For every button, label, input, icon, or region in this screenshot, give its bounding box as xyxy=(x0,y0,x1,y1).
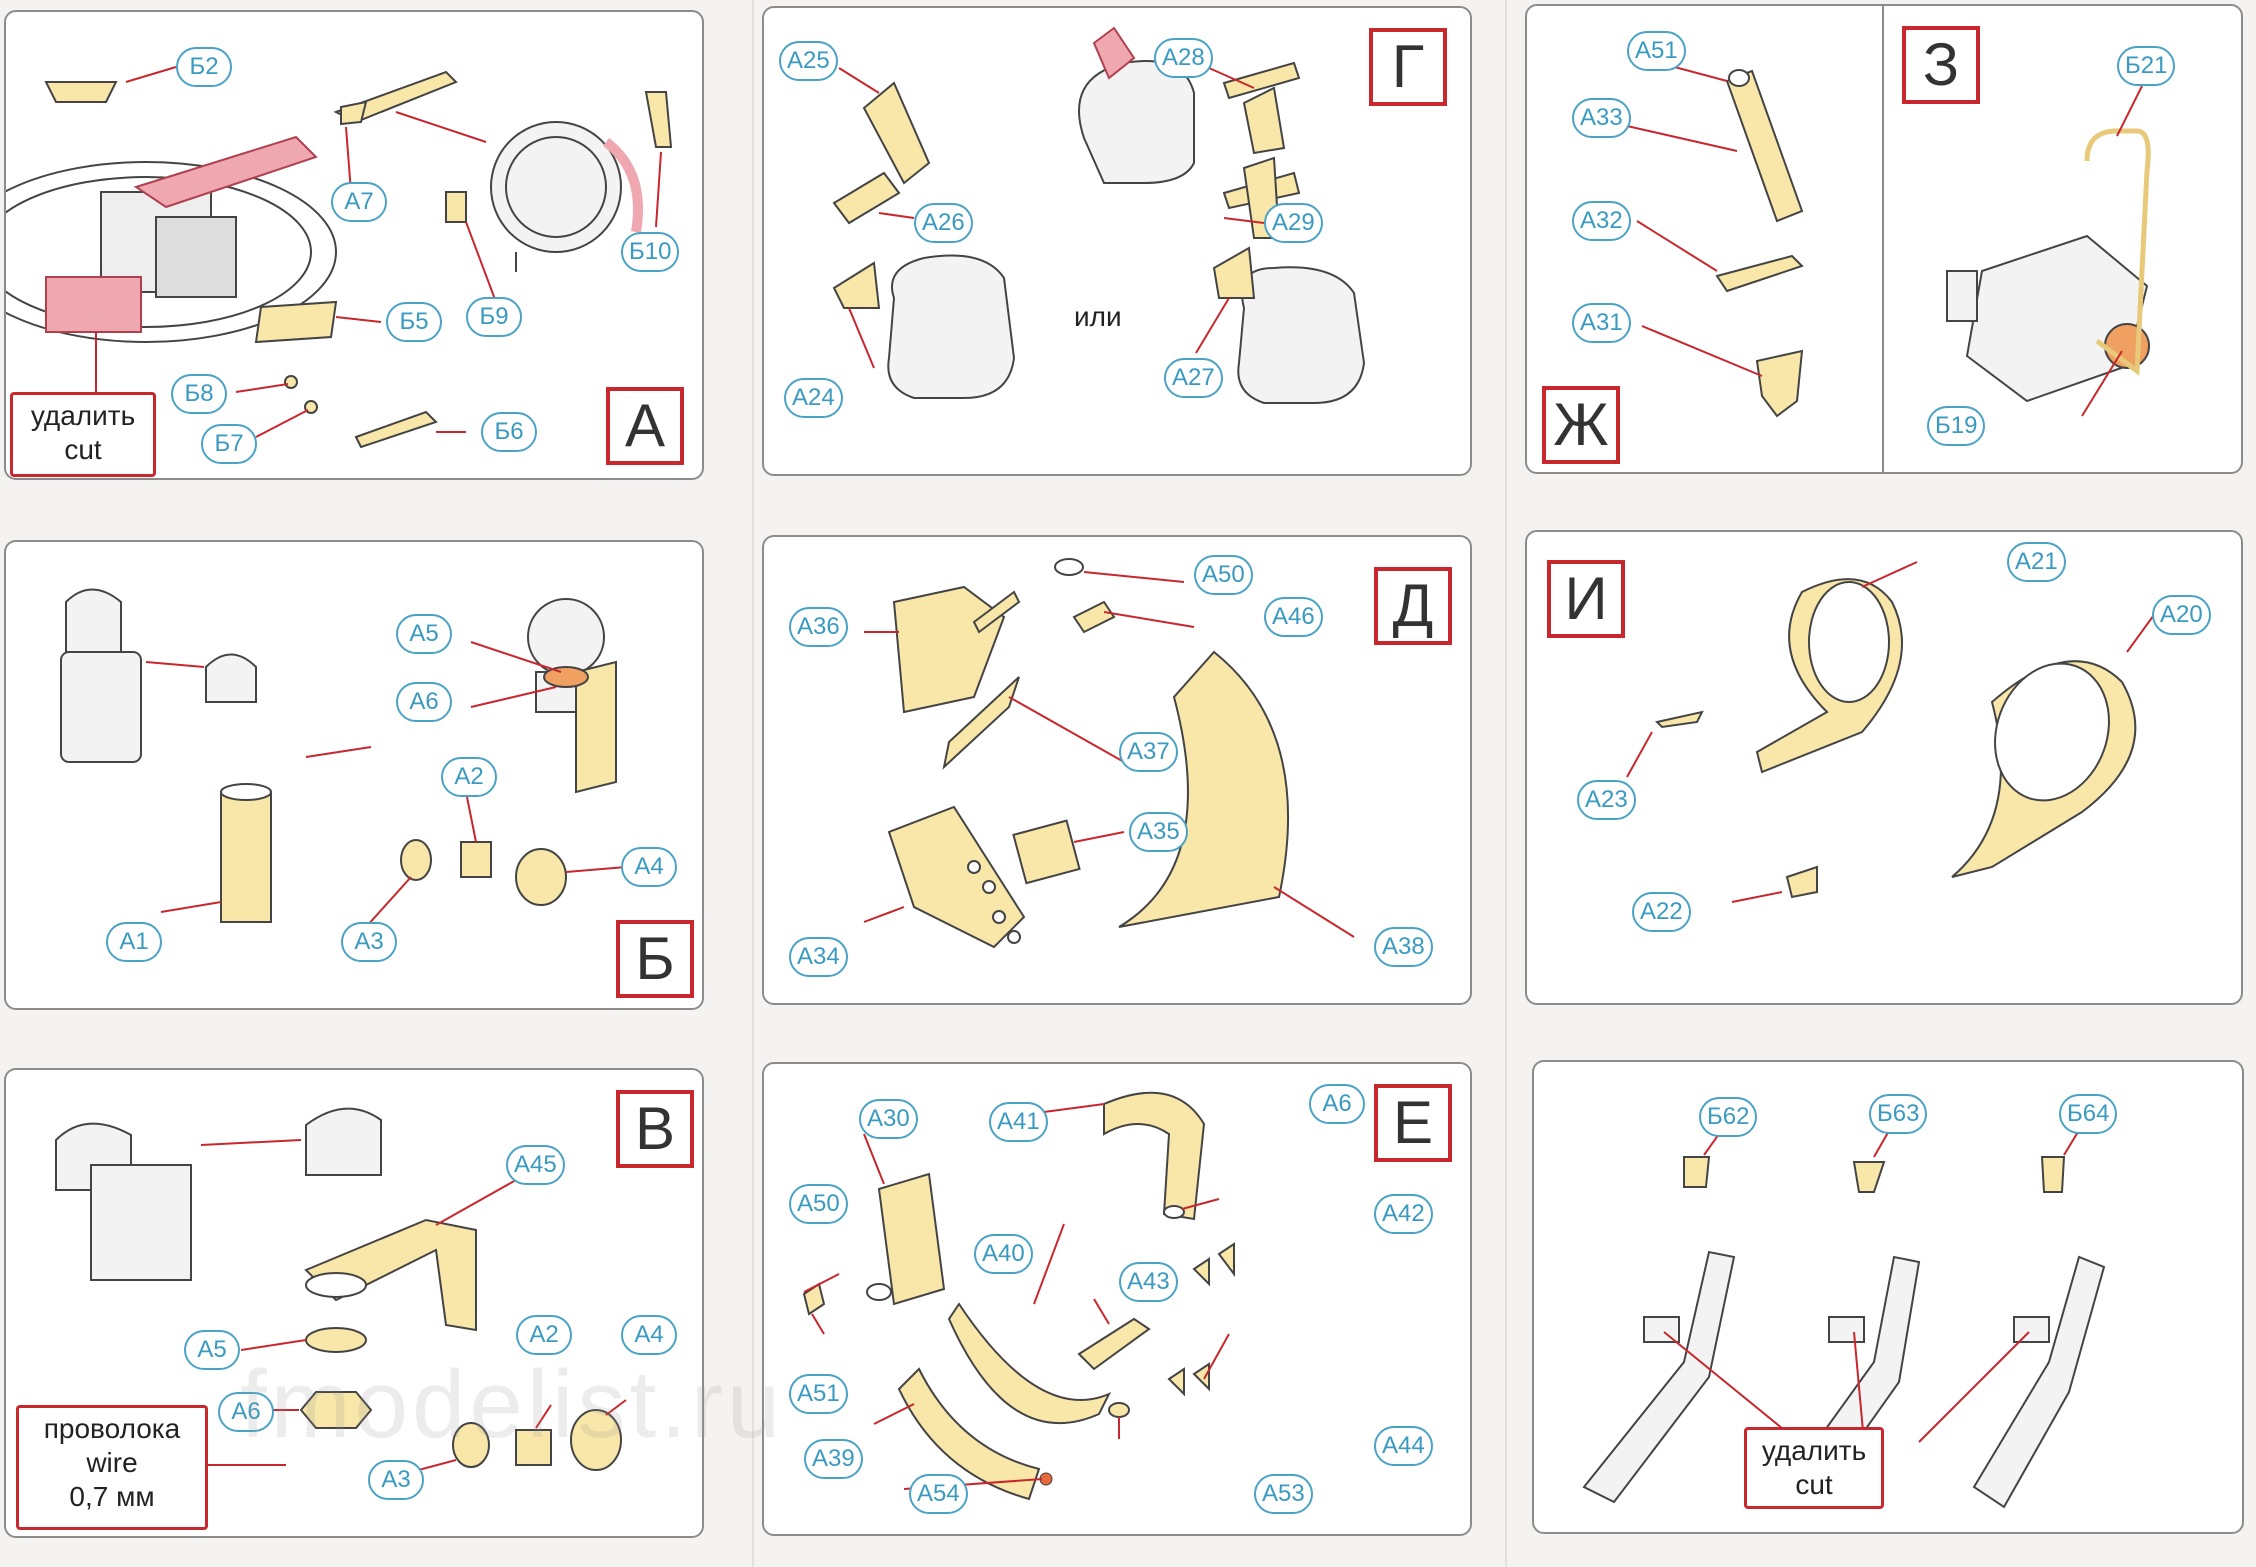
callout-a21: А21 xyxy=(2007,542,2066,582)
panel-a-drawing xyxy=(6,66,673,449)
section-letter: Д xyxy=(1374,567,1452,645)
callout-a34: А34 xyxy=(789,937,848,977)
callout-a42: А42 xyxy=(1374,1194,1433,1234)
callout-a3: А3 xyxy=(341,922,397,962)
panel-d: А50 А46 А36 А37 А35 А34 А38 Д xyxy=(762,535,1472,1005)
panel-b-drawing xyxy=(60,588,627,928)
callout-a43: А43 xyxy=(1119,1262,1178,1302)
callout-a50: А50 xyxy=(1194,555,1253,595)
callout-a39: А39 xyxy=(804,1439,863,1479)
panel-zh-z: А51 А33 А32 А31 Ж Б21 Б19 З xyxy=(1525,4,2243,474)
callout-a32: А32 xyxy=(1572,201,1631,241)
panel-e-drawing xyxy=(802,1091,1235,1501)
cut-note-ru: удалить xyxy=(30,400,136,431)
callout-b21: Б21 xyxy=(2117,46,2176,86)
callout-a22: А22 xyxy=(1632,892,1691,932)
panel-divider xyxy=(1882,6,1884,472)
callout-a25: А25 xyxy=(779,41,838,81)
callout-a51: А51 xyxy=(1627,31,1686,71)
callout-b10: Б10 xyxy=(621,232,680,272)
section-letter: Г xyxy=(1369,28,1447,106)
callout-a35: А35 xyxy=(1129,812,1188,852)
callout-a1: А1 xyxy=(106,922,162,962)
callout-a2: А2 xyxy=(441,757,497,797)
cut-note-en: cut xyxy=(64,434,102,465)
callout-a45: А45 xyxy=(506,1145,565,1185)
callout-b2: Б2 xyxy=(176,47,232,87)
callout-a23: А23 xyxy=(1577,780,1636,820)
callout-a53: А53 xyxy=(1254,1474,1313,1514)
callout-a26: А26 xyxy=(914,203,973,243)
panel-e: А30 А41 А6 А50 А42 А40 А43 А51 А39 А54 А… xyxy=(762,1062,1472,1536)
wire-note-ru: проволока xyxy=(43,1413,181,1444)
section-letter: А xyxy=(606,387,684,465)
panel-g-drawing xyxy=(832,26,1366,404)
sheet-fold-line xyxy=(752,0,754,1567)
cut-note: удалить cut xyxy=(10,392,156,477)
section-letter: Е xyxy=(1374,1084,1452,1162)
callout-a27: А27 xyxy=(1164,358,1223,398)
callout-a41: А41 xyxy=(989,1102,1048,1142)
panel-a: Б2 А7 Б10 Б9 Б5 Б8 Б7 Б6 удалить cut А xyxy=(4,10,704,480)
callout-a30: А30 xyxy=(859,1099,918,1139)
callout-a28: А28 xyxy=(1154,38,1213,78)
panel-v-drawing xyxy=(55,1107,627,1481)
callout-a31: А31 xyxy=(1572,303,1631,343)
callout-b63: Б63 xyxy=(1869,1094,1928,1134)
callout-a38: А38 xyxy=(1374,927,1433,967)
callout-a51: А51 xyxy=(789,1374,848,1414)
callout-a36: А36 xyxy=(789,607,848,647)
callout-a24: А24 xyxy=(784,378,843,418)
section-letter: И xyxy=(1547,560,1625,638)
callout-a50: А50 xyxy=(789,1184,848,1224)
section-letter-z: З xyxy=(1902,26,1980,104)
or-word: или xyxy=(1074,301,1122,332)
callout-a3: А3 xyxy=(368,1460,424,1500)
callout-a44: А44 xyxy=(1374,1426,1433,1466)
callout-a54: А54 xyxy=(909,1474,968,1514)
panel-cut: Б62 Б63 Б64 удалить cut xyxy=(1532,1060,2244,1534)
panel-d-drawing xyxy=(863,558,1355,949)
callout-b5: Б5 xyxy=(386,302,442,342)
callout-a20: А20 xyxy=(2152,595,2211,635)
panel-i-drawing xyxy=(1626,561,2168,903)
cut-note: удалить cut xyxy=(1744,1427,1884,1509)
callout-a7: А7 xyxy=(331,182,387,222)
panel-zh-z-drawing xyxy=(1626,60,2151,418)
callout-a37: А37 xyxy=(1119,732,1178,772)
sheet-fold-line xyxy=(1505,0,1507,1567)
panel-g: А25 А28 А26 А29 А27 А24 или Г xyxy=(762,6,1472,476)
callout-a4: А4 xyxy=(621,847,677,887)
callout-a33: А33 xyxy=(1572,98,1631,138)
callout-b8: Б8 xyxy=(171,374,227,414)
wire-note-en: wire xyxy=(86,1447,138,1478)
callout-a2: А2 xyxy=(516,1315,572,1355)
callout-a4: А4 xyxy=(621,1315,677,1355)
wire-note: проволока wire 0,7 мм xyxy=(16,1405,208,1530)
section-letter: Б xyxy=(616,920,694,998)
section-letter-zh: Ж xyxy=(1542,386,1620,464)
callout-a6: А6 xyxy=(1309,1084,1365,1124)
callout-b64: Б64 xyxy=(2059,1094,2118,1134)
callout-b19: Б19 xyxy=(1927,406,1986,446)
callout-a6: А6 xyxy=(218,1392,274,1432)
cut-note-en: cut xyxy=(1795,1469,1833,1500)
section-letter: В xyxy=(616,1090,694,1168)
panel-b: А5 А6 А2 А4 А1 А3 Б xyxy=(4,540,704,1010)
panel-i: А21 А20 А23 А22 И xyxy=(1525,530,2243,1005)
wire-note-size: 0,7 мм xyxy=(69,1481,155,1512)
callout-a5: А5 xyxy=(396,614,452,654)
callout-b7: Б7 xyxy=(201,424,257,464)
callout-a40: А40 xyxy=(974,1234,1033,1274)
callout-a46: А46 xyxy=(1264,597,1323,637)
callout-b62: Б62 xyxy=(1699,1097,1758,1137)
panel-v: А45 А5 А2 А4 А6 А3 проволока wire 0,7 мм… xyxy=(4,1068,704,1538)
callout-a29: А29 xyxy=(1264,203,1323,243)
callout-b9: Б9 xyxy=(466,297,522,337)
callout-a5: А5 xyxy=(184,1330,240,1370)
callout-a6: А6 xyxy=(396,682,452,722)
cut-note-ru: удалить xyxy=(1761,1435,1867,1466)
callout-b6: Б6 xyxy=(481,412,537,452)
